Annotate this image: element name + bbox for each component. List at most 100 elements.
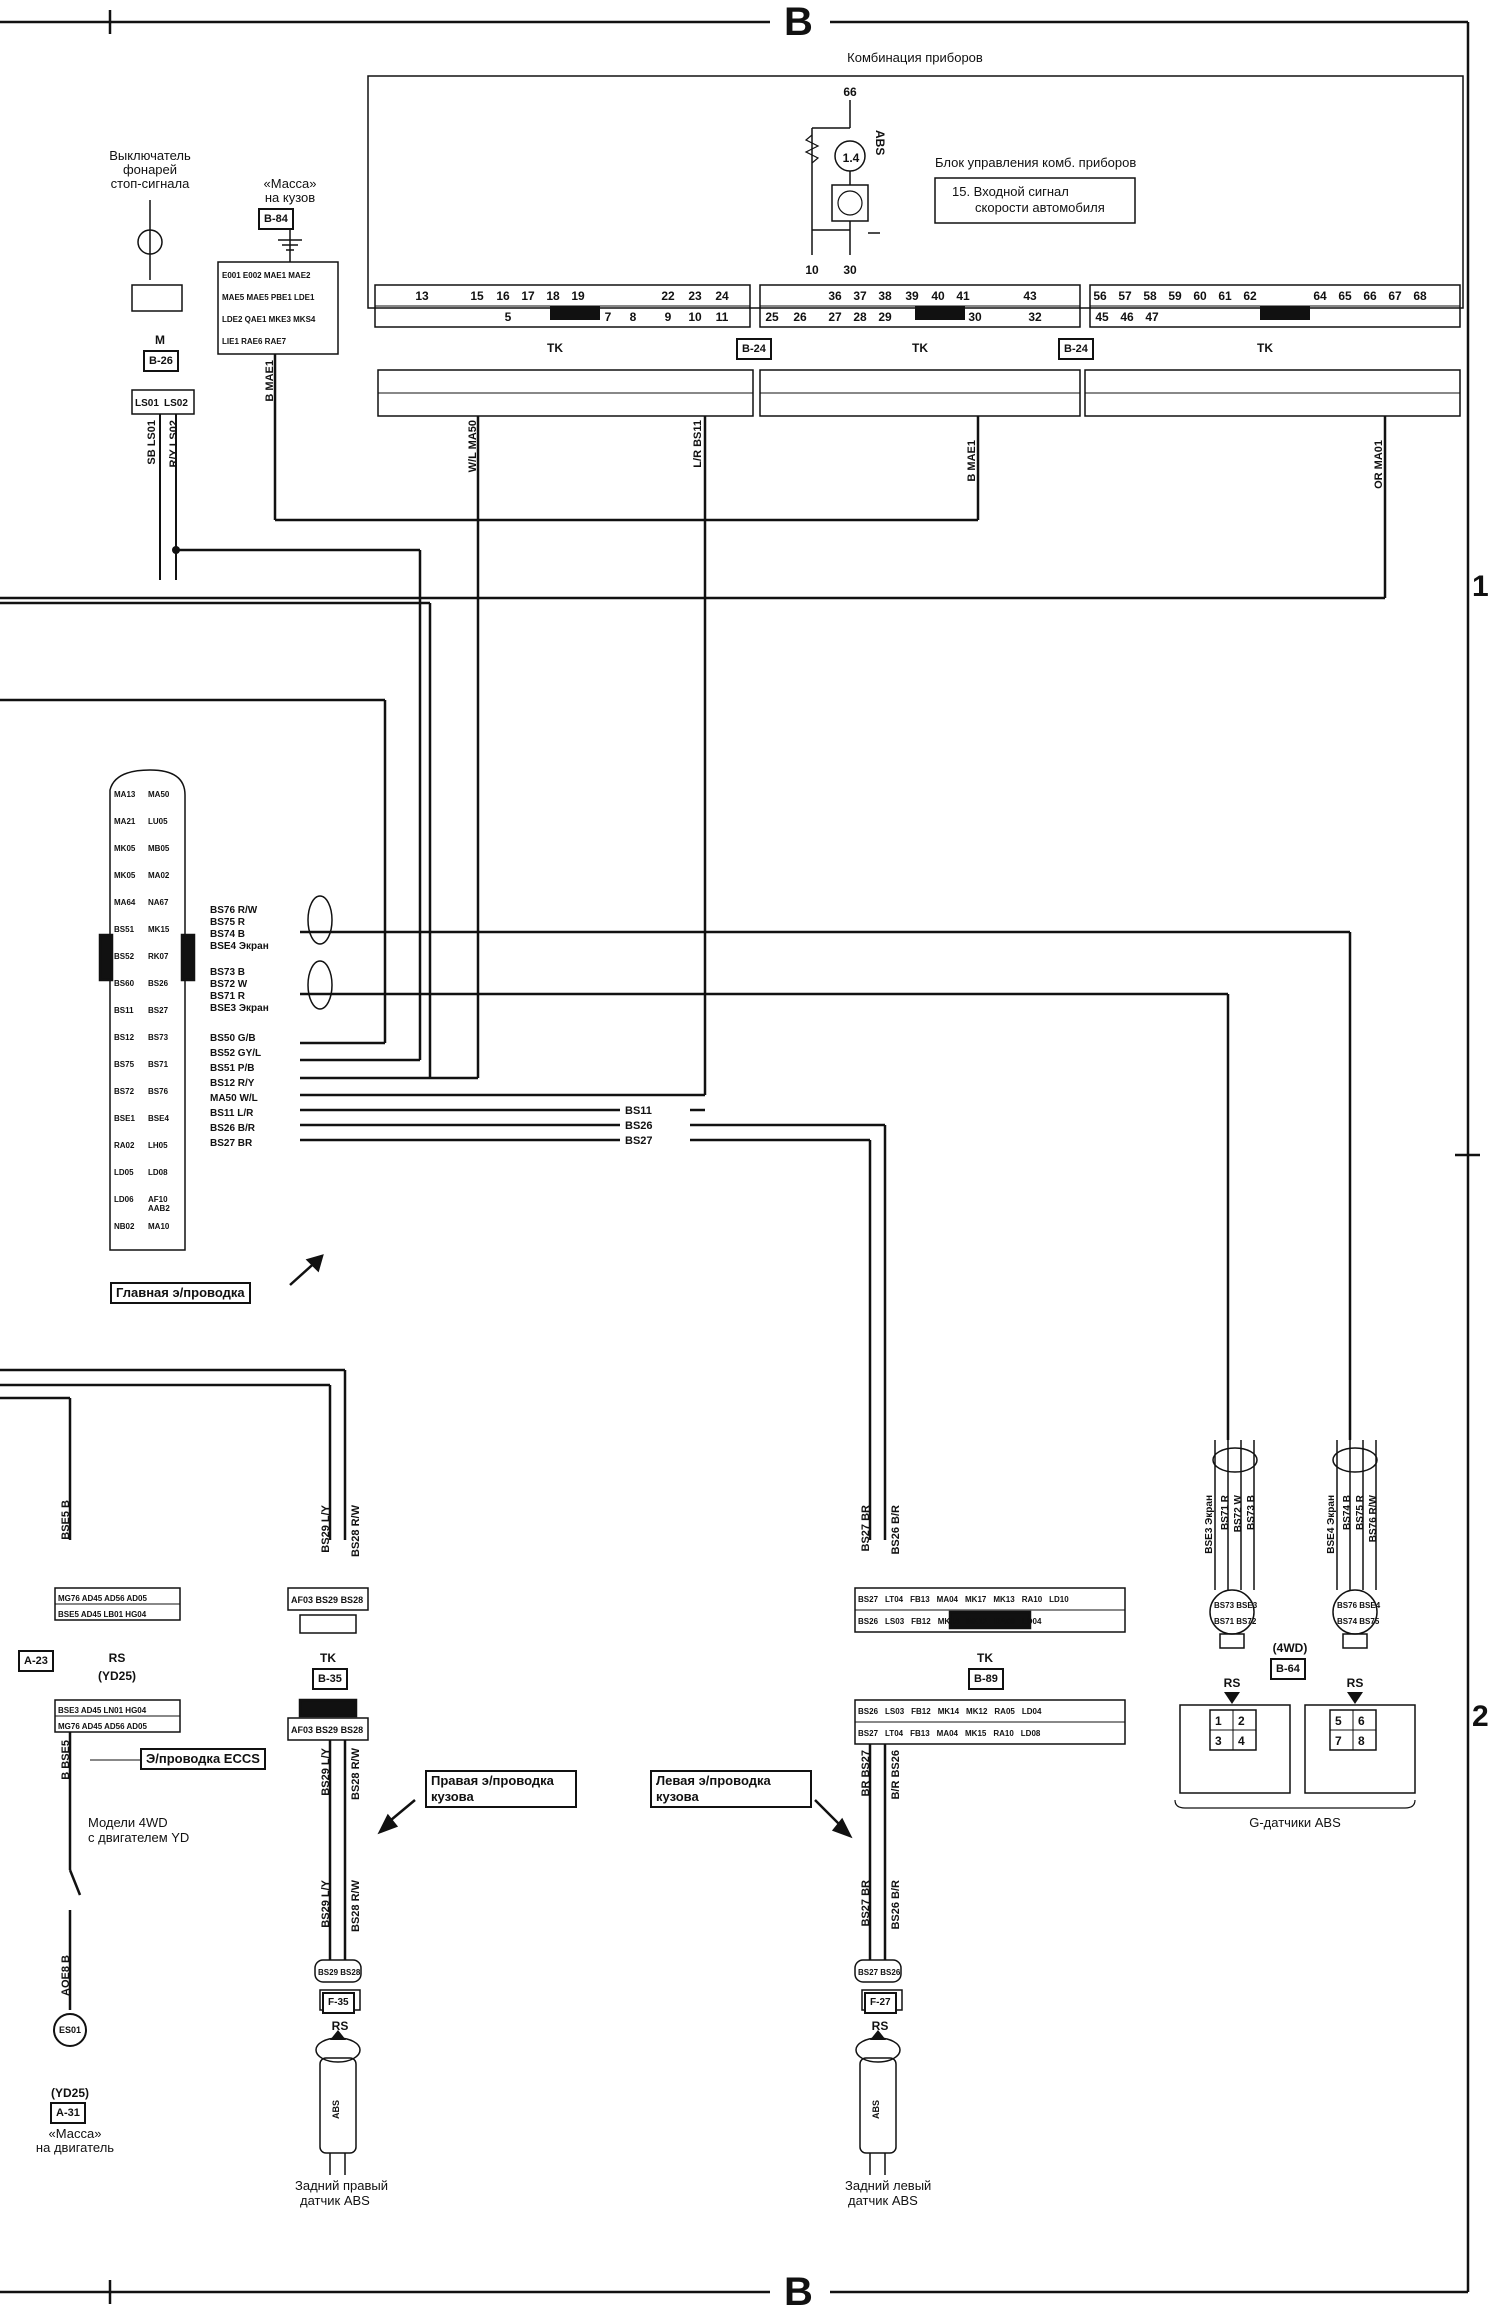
- wire-ma50: W/L MA50: [467, 420, 479, 473]
- g-sensor-wire: BS73 B: [1246, 1495, 1257, 1531]
- right-rear-ref: B-35: [312, 1668, 348, 1690]
- right-rear-conn-bot-1: AF03: [291, 1725, 314, 1735]
- connector-cell: RA10: [993, 1729, 1014, 1738]
- main-block-code: BS73: [148, 1033, 169, 1042]
- left-rear-tk: TK: [977, 1651, 993, 1665]
- g-left-conn-bot: BS71 BS72: [1214, 1614, 1256, 1630]
- pin-upper-17: 57: [1118, 289, 1132, 303]
- pin-upper-20: 60: [1193, 289, 1207, 303]
- connector-cell: FB13: [910, 1595, 930, 1604]
- body-ground-wire: B MAE1: [264, 360, 276, 402]
- left-lower-rs: RS: [108, 1651, 126, 1665]
- left-lower-yd25: (YD25): [97, 1669, 137, 1683]
- ref-b24-2: B-24: [1058, 338, 1094, 360]
- right-rear-wire-top-1: BS29 L/Y: [320, 1505, 332, 1553]
- right-rear-ref2: F-35: [322, 1992, 355, 2014]
- pin-lower-9: 28: [853, 310, 867, 324]
- right-rear-conn-bot: AF03 BS29 BS28: [291, 1722, 363, 1738]
- connector-cell: MK17: [965, 1595, 987, 1604]
- pin-lower-5: 11: [715, 310, 729, 324]
- main-harness-wire: BS11 L/R: [210, 1108, 254, 1119]
- pin-upper-0: 13: [415, 289, 429, 303]
- right-rear-conn-top-2: BS29: [315, 1595, 339, 1605]
- body-ground-codes-1: E001 E002 MAE1 MAE2: [222, 271, 311, 280]
- main-block-code: LD05: [114, 1168, 134, 1177]
- g-right-rs: RS: [1346, 1676, 1364, 1690]
- wire-ma01: OR MA01: [1373, 440, 1385, 489]
- main-harness-wire: BS12 R/Y: [210, 1078, 255, 1089]
- pin-upper-24: 65: [1338, 289, 1352, 303]
- right-rear-conn-1: BS29: [318, 1968, 339, 1977]
- stop-switch-line3: стоп-сигнала: [110, 176, 190, 191]
- connector-cell: MK13: [993, 1595, 1015, 1604]
- pin-upper-3: 17: [521, 289, 535, 303]
- g-right-conn-2: BSE4: [1359, 1601, 1381, 1610]
- left-lower-conn-top-2: BSE5 AD45 LB01 HG04: [58, 1610, 147, 1619]
- left-lower-conn-bot-2: MG76 AD45 AD56 AD05: [58, 1722, 147, 1731]
- pin-upper-8: 24: [715, 289, 729, 303]
- right-rear-conn: BS29 BS28: [318, 1965, 360, 1981]
- left-rear-wire-mid-2: B/R BS26: [890, 1750, 902, 1800]
- pin-lower-3: 9: [664, 310, 672, 324]
- pin-lower-11: 30: [968, 310, 982, 324]
- g-sensor-4wd: (4WD): [1272, 1641, 1308, 1655]
- pin-upper-15: 43: [1023, 289, 1037, 303]
- main-block-code: MK05: [114, 871, 136, 880]
- pin-upper-18: 58: [1143, 289, 1157, 303]
- left-rear-sensor-code: ABS: [871, 2100, 881, 2120]
- right-rear-conn-bot-2: BS29: [315, 1725, 339, 1735]
- connector-cell: LD04: [1021, 1617, 1042, 1626]
- body-ground-codes-3: LDE2 QAE1 MKE3 MKS4: [222, 315, 316, 324]
- g-right-pin-8: 8: [1358, 1734, 1365, 1748]
- body-ground-codes-2: MAE5 MAE5 PBE1 LDE1: [222, 293, 315, 302]
- main-block-code: LD06: [114, 1195, 134, 1204]
- splice-bs26: BS26: [625, 1120, 653, 1132]
- right-rear-wire-top-2: BS28 R/W: [350, 1505, 362, 1557]
- stop-switch-wire-1: SB LS01: [146, 420, 158, 465]
- frame-ref-bottom: B: [784, 2270, 813, 2314]
- main-block-code: BS26: [148, 979, 169, 988]
- stop-switch-ref: B-26: [143, 350, 179, 372]
- main-block-code: BS27: [148, 1006, 169, 1015]
- main-block-code: MA13: [114, 790, 136, 799]
- ref-b24-1: B-24: [736, 338, 772, 360]
- left-rear-conn-1: BS27: [858, 1968, 879, 1977]
- pin-lower-13: 45: [1095, 310, 1109, 324]
- main-block-code: MK05: [114, 844, 136, 853]
- pin-upper-19: 59: [1168, 289, 1182, 303]
- connector-cell: BS26: [858, 1707, 879, 1716]
- stop-switch-line1: Выключатель: [109, 148, 191, 163]
- main-block-code: MK15: [148, 925, 170, 934]
- g-right-conn-1: BS76: [1337, 1601, 1358, 1610]
- g-sensor-ref: B-64: [1270, 1658, 1306, 1680]
- right-rear-conn-top: AF03 BS29 BS28: [291, 1592, 363, 1608]
- g-left-conn-4: BS72: [1236, 1617, 1257, 1626]
- g-sensor-wire: BSE3 Экран: [1204, 1495, 1215, 1554]
- connector-cell: BS27: [858, 1729, 879, 1738]
- body-ground-line1: «Масса»: [263, 176, 317, 191]
- connector-cell: MK12: [966, 1617, 988, 1626]
- left-rear-conn-2: BS26: [880, 1968, 901, 1977]
- pin-lower-7: 26: [793, 310, 807, 324]
- main-block-code: BSE4: [148, 1114, 169, 1123]
- g-right-pin-6: 6: [1358, 1714, 1365, 1728]
- body-ground-ref: B-84: [258, 208, 294, 230]
- main-harness-wire: BS26 B/R: [210, 1123, 256, 1134]
- right-rear-conn-top-3: BS28: [340, 1595, 364, 1605]
- right-rear-label1: Задний правый: [295, 2178, 388, 2193]
- pin-lower-12: 32: [1028, 310, 1042, 324]
- connector-cell: FB12: [911, 1617, 931, 1626]
- engine-ground-line1: «Масса»: [48, 2126, 102, 2141]
- left-lower-conn-bot-1: BSE3 AD45 LN01 HG04: [58, 1706, 147, 1715]
- pin-upper-4: 18: [546, 289, 560, 303]
- cluster-ecu-title: Блок управления комб. приборов: [935, 155, 1137, 170]
- main-block-code: BS52: [114, 952, 135, 961]
- main-block-code: LD08: [148, 1168, 168, 1177]
- g-sensor-wire: BSE4 Экран: [1326, 1495, 1337, 1554]
- right-rear-sensor-code: ABS: [331, 2100, 341, 2120]
- stop-switch-line2: фонарей: [122, 162, 178, 177]
- connector-cell: LD04: [1021, 1707, 1042, 1716]
- pin-upper-1: 15: [470, 289, 484, 303]
- pin-upper-14: 41: [956, 289, 970, 303]
